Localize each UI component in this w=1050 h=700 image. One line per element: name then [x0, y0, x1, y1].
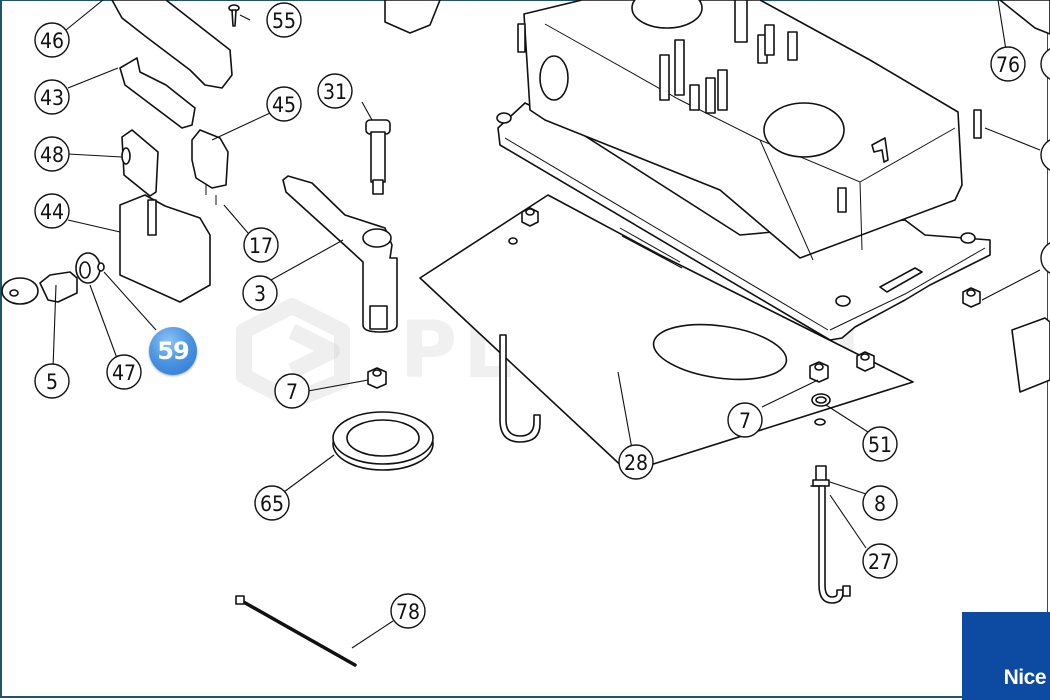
callout-17[interactable]: 17: [243, 227, 279, 263]
callout-28[interactable]: 28: [618, 444, 654, 480]
cable-tie-part-78: [235, 595, 357, 667]
callout-8[interactable]: 8: [862, 485, 898, 521]
gearmotor-housing: [496, 0, 991, 341]
callout-5[interactable]: 5: [34, 363, 70, 399]
cover-part-46: [111, 0, 233, 89]
hex-nut: [856, 351, 875, 372]
callout-label: 44: [40, 200, 64, 224]
nice-brand-logo: Nice: [962, 612, 1050, 700]
anchor-rod-part-27: [810, 465, 851, 604]
screw-part-55: [228, 4, 240, 27]
washer-part-51: [811, 393, 831, 407]
callout-45[interactable]: 45: [266, 86, 302, 122]
callout-78[interactable]: 78: [390, 593, 426, 629]
callout-55[interactable]: 55: [266, 2, 302, 38]
key-cover-part-48: [121, 129, 159, 197]
callout-51[interactable]: 51: [862, 426, 898, 462]
callout-label: 48: [40, 143, 64, 167]
callout-partial-right-1: [1040, 139, 1050, 171]
callout-label: 46: [40, 29, 64, 53]
callout-partial-right-2: [1040, 242, 1050, 274]
hex-nut: [521, 207, 539, 227]
right-edge-parts: [384, 0, 1050, 393]
callout-label: 51: [868, 433, 892, 457]
callout-31[interactable]: 31: [317, 73, 353, 109]
callout-label: 76: [996, 53, 1020, 77]
callout-3[interactable]: 3: [242, 275, 278, 311]
callout-label: 31: [323, 80, 347, 104]
latch-part-45: [191, 129, 229, 205]
callout-label: 65: [260, 492, 284, 516]
hex-nut-part-7: [367, 367, 387, 389]
callout-label: 3: [254, 282, 266, 306]
bracket-part-43: [119, 57, 196, 129]
callout-label: 7: [286, 380, 298, 404]
callout-label: 55: [272, 9, 296, 33]
highlighted-part-number: 59: [157, 337, 189, 365]
callout-label: 45: [272, 93, 296, 117]
lock-housing-part-44: [119, 194, 211, 303]
callout-7-left[interactable]: 7: [274, 373, 310, 409]
callout-47[interactable]: 47: [106, 354, 142, 390]
callout-label: 8: [874, 492, 886, 516]
callout-44[interactable]: 44: [34, 193, 70, 229]
shoulder-screw-part-31: [365, 119, 391, 195]
brand-name: Nice: [1003, 666, 1047, 689]
gasket-plate-part-28: [419, 194, 914, 473]
callout-7-right[interactable]: 7: [727, 402, 763, 438]
seal-ring-part-65: [332, 411, 434, 471]
callout-label: 17: [249, 234, 273, 258]
callout-48[interactable]: 48: [34, 136, 70, 172]
callout-partial-right-3: [1040, 48, 1050, 80]
callout-label: 43: [40, 86, 64, 110]
callout-65[interactable]: 65: [254, 485, 290, 521]
washer-part-47: [75, 252, 105, 284]
callout-label: 78: [396, 600, 420, 624]
leader-lines: [52, 0, 1041, 649]
callout-43[interactable]: 43: [34, 79, 70, 115]
hex-nut-part-7-right: [809, 361, 829, 383]
hex-nut: [962, 287, 981, 308]
callout-27[interactable]: 27: [862, 543, 898, 579]
callout-label: 47: [112, 361, 136, 385]
highlighted-part-badge[interactable]: 59: [149, 327, 197, 375]
callout-label: 28: [624, 451, 648, 475]
callout-label: 7: [739, 409, 751, 433]
callout-label: 5: [46, 370, 58, 394]
release-lever-part-3: [282, 175, 398, 333]
callout-76[interactable]: 76: [990, 46, 1026, 82]
callout-label: 27: [868, 550, 892, 574]
anchor-bolt-left: [499, 334, 541, 443]
key-cylinder-part-5: [1, 271, 78, 305]
callout-46[interactable]: 46: [34, 22, 70, 58]
